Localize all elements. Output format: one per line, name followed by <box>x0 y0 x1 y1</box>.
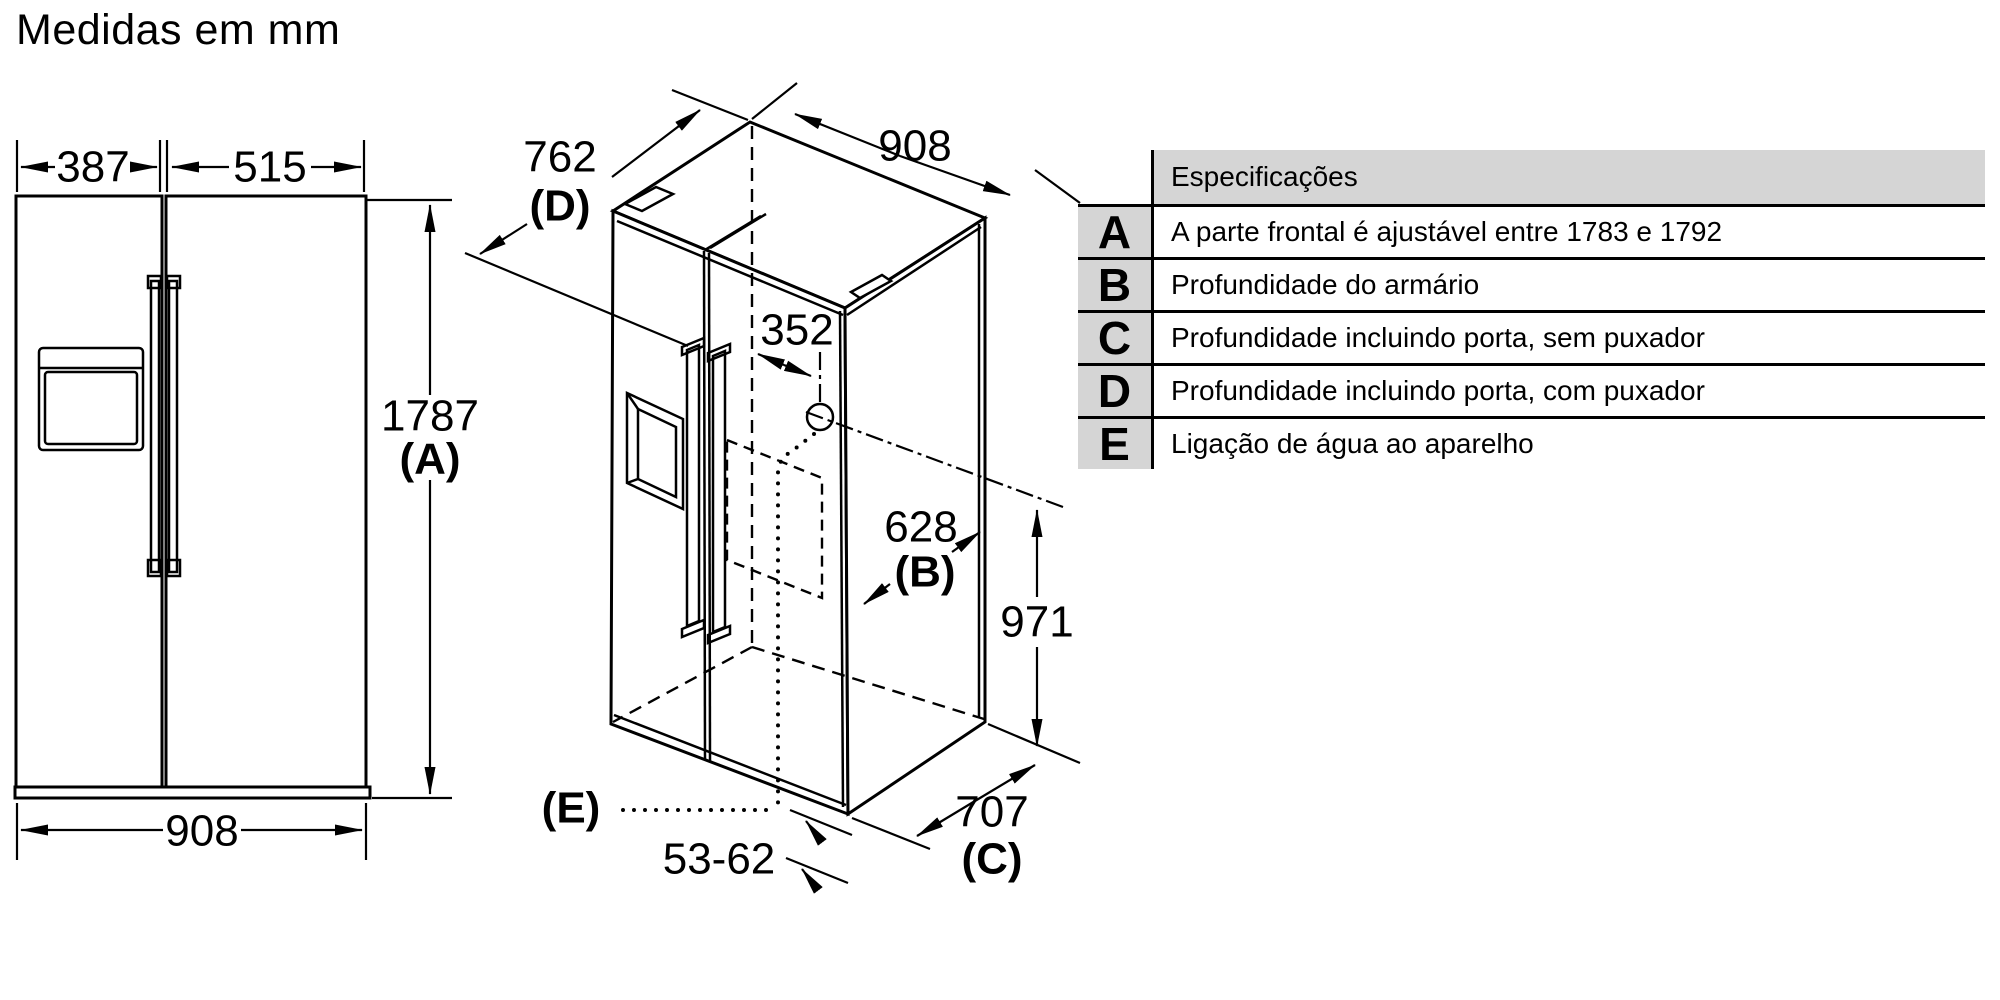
dim-base-height-label: 53-62 <box>663 835 776 884</box>
dim-water-offset-label: 352 <box>760 306 833 355</box>
front-handles <box>146 274 182 578</box>
spec-row-text: Profundidade do armário <box>1154 260 1985 310</box>
dim-depth-without-handle-key-label: (C) <box>961 835 1022 884</box>
spec-row-c: C Profundidade incluindo porta, sem puxa… <box>1078 313 1985 366</box>
water-route-dotted <box>616 432 816 812</box>
spec-row-d: D Profundidade incluindo porta, com puxa… <box>1078 366 1985 419</box>
spec-table-header-title: Especificações <box>1154 150 1985 204</box>
dim-left-door-width-label: 387 <box>56 143 129 192</box>
spec-row-e: E Ligação de água ao aparelho <box>1078 419 1985 469</box>
iso-view-dimensions <box>464 82 1081 894</box>
dim-right-door-width-label: 515 <box>233 143 306 192</box>
spec-row-key: C <box>1078 313 1154 363</box>
front-view-dimensions <box>15 140 452 860</box>
dim-top-width-label: 908 <box>878 122 951 171</box>
dim-cabinet-depth-label: 628 <box>884 503 957 552</box>
dim-depth-with-handle-key-label: (D) <box>529 182 590 231</box>
dim-total-width-label: 908 <box>165 807 238 856</box>
spec-row-key: B <box>1078 260 1154 310</box>
spec-row-key: D <box>1078 366 1154 416</box>
front-view-drawing <box>13 194 372 800</box>
dim-height-key-label: (A) <box>399 435 460 484</box>
spec-row-key: A <box>1078 207 1154 257</box>
spec-row-b: B Profundidade do armário <box>1078 260 1985 313</box>
spec-row-text: Ligação de água ao aparelho <box>1154 419 1985 469</box>
iso-dispenser <box>625 391 685 511</box>
spec-table-header-row: Especificações <box>1078 150 1985 207</box>
dim-depth-with-handle-label: 762 <box>523 133 596 182</box>
spec-row-text: Profundidade incluindo porta, com puxado… <box>1154 366 1985 416</box>
dim-depth-without-handle-label: 707 <box>955 788 1028 837</box>
dim-rear-height-label: 971 <box>1000 598 1073 647</box>
spec-row-a: A A parte frontal é ajustável entre 1783… <box>1078 207 1985 260</box>
iso-handles <box>680 336 732 645</box>
spec-row-text: A parte frontal é ajustável entre 1783 e… <box>1154 207 1985 257</box>
hidden-edges <box>612 126 985 724</box>
dim-cabinet-depth-key-label: (B) <box>894 548 955 597</box>
spec-row-key: E <box>1078 419 1154 469</box>
iso-view-drawing <box>609 120 1064 817</box>
spec-table: Especificações A A parte frontal é ajust… <box>1078 150 1985 469</box>
dim-height-label: 1787 <box>381 392 479 441</box>
front-dispenser <box>37 346 145 452</box>
spec-table-header-key-cell <box>1078 150 1154 204</box>
water-niche-outline <box>725 438 824 600</box>
water-axis-lines <box>805 352 1064 509</box>
spec-row-text: Profundidade incluindo porta, sem puxado… <box>1154 313 1985 363</box>
water-connection-key-label: (E) <box>542 784 601 833</box>
page-title: Medidas em mm <box>16 6 341 54</box>
